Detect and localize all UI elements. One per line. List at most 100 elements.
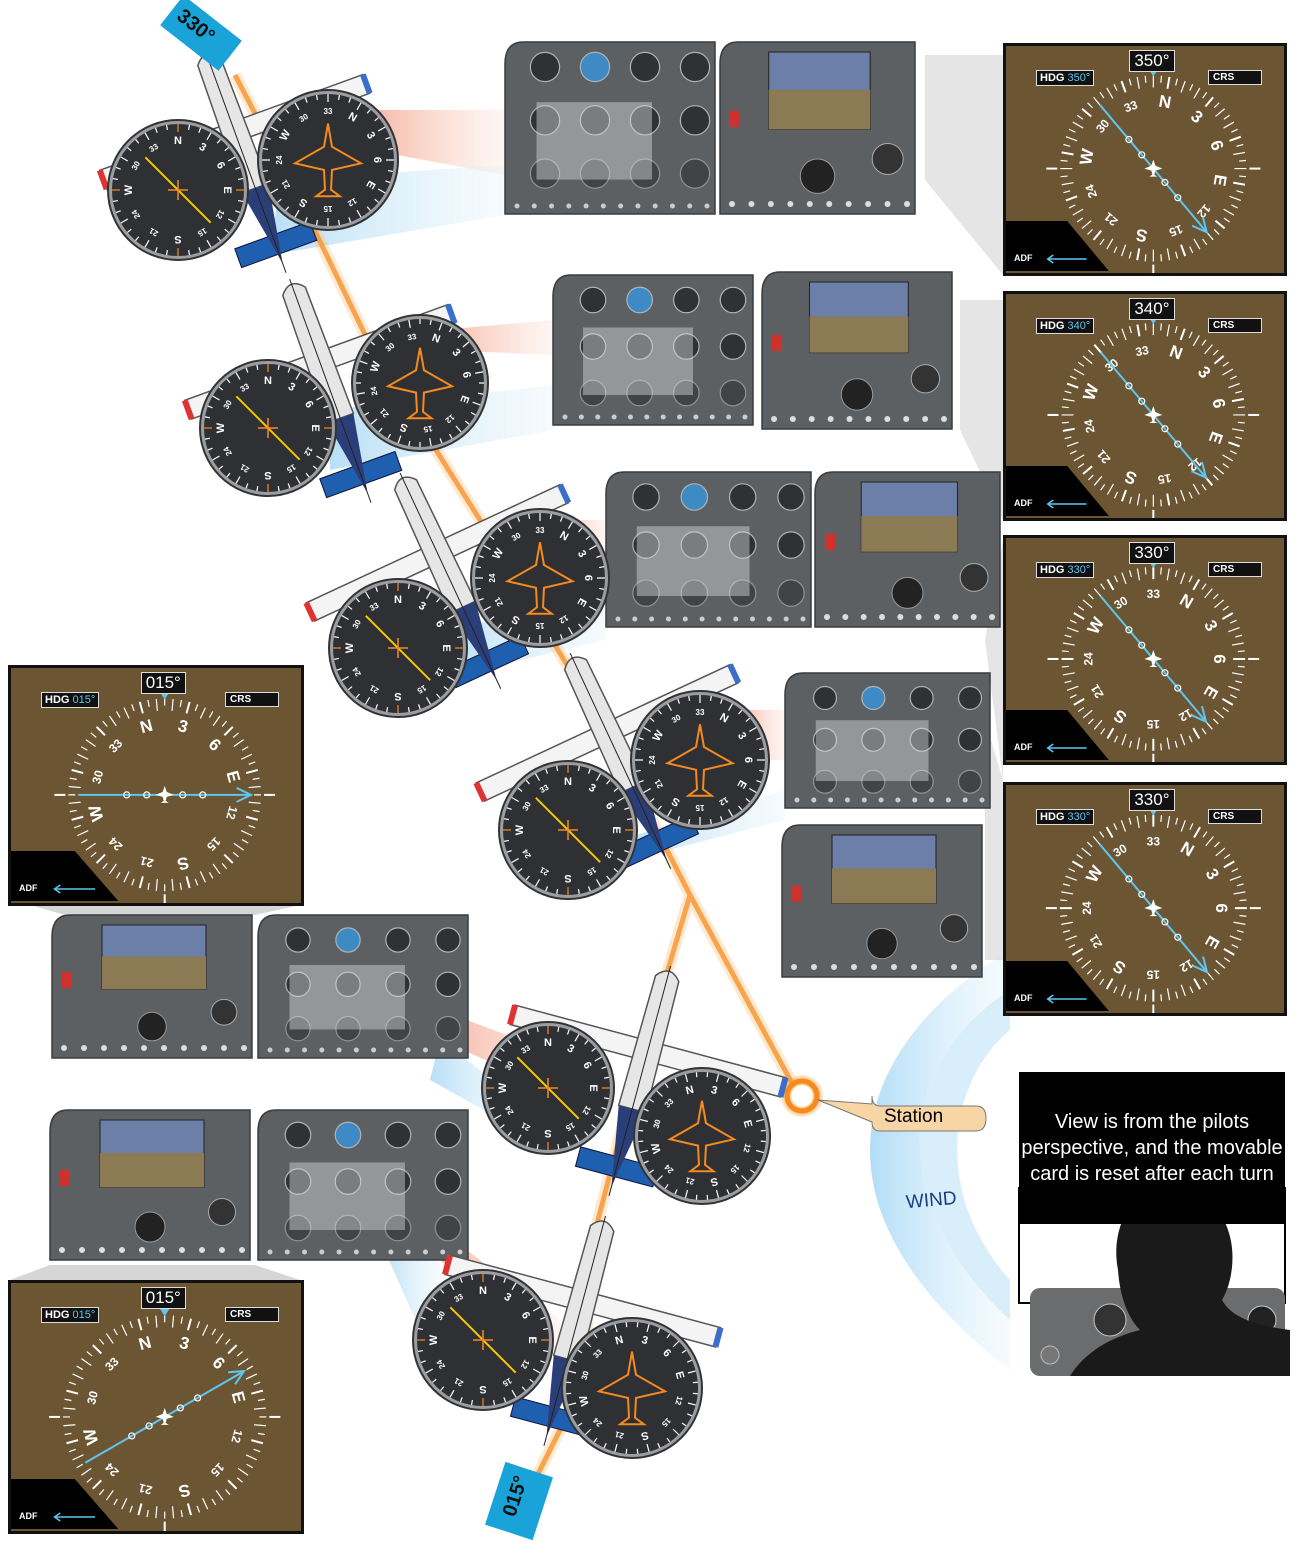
adf-window [1006, 961, 1109, 1011]
svg-text:3: 3 [710, 1084, 719, 1097]
aircraft-symbol-icon [155, 1407, 174, 1425]
cockpit-panel-six-pack [605, 471, 812, 628]
svg-text:3: 3 [197, 141, 208, 154]
compass-label: E [1205, 429, 1227, 446]
compass-label: 33 [1134, 343, 1150, 359]
station-label: Station [884, 1106, 944, 1127]
svg-text:E: E [440, 644, 452, 651]
compass-label: 3 [177, 1333, 191, 1354]
compass-label: N [1176, 590, 1196, 613]
compass-label: 30 [1112, 593, 1131, 612]
compass-label: 3 [1187, 106, 1206, 127]
compass-label: N [138, 716, 155, 738]
crs-readout: CRS [225, 692, 279, 707]
compass-label: 24 [106, 834, 126, 854]
svg-text:6: 6 [460, 371, 473, 379]
hdg-bug-readout: HDG 340° [1036, 318, 1095, 334]
adf-label: ADF [19, 1511, 38, 1521]
svg-text:S: S [174, 233, 181, 245]
svg-text:6: 6 [603, 800, 616, 811]
svg-text:24: 24 [488, 573, 497, 582]
cockpit-panel-six-pack [257, 914, 469, 1059]
svg-text:N: N [684, 1084, 695, 1098]
heading-readout: 330° [1129, 789, 1175, 811]
compass-label: 21 [1094, 447, 1114, 466]
adf-window [1006, 466, 1109, 516]
svg-text:6: 6 [214, 160, 227, 171]
compass-label: W [85, 802, 108, 823]
svg-text:3: 3 [640, 1334, 649, 1347]
compass-label: 15 [1156, 471, 1172, 487]
adf-arrowhead [1190, 705, 1208, 724]
compass-label: 6 [209, 1353, 229, 1373]
svg-text:S: S [709, 1175, 719, 1188]
compass-label: 12 [223, 805, 240, 822]
caption-text: View is from the pilots perspective, and… [1021, 1111, 1283, 1185]
compass-label: W [1082, 862, 1107, 886]
compass-label: 12 [1177, 956, 1196, 975]
svg-text:24: 24 [369, 385, 380, 396]
svg-text:S: S [544, 1127, 551, 1139]
compass-label: 30 [1111, 841, 1130, 860]
crs-readout: CRS [1208, 562, 1262, 577]
aircraft-symbol-icon [1144, 899, 1163, 917]
svg-text:15: 15 [535, 621, 544, 630]
svg-text:N: N [614, 1334, 625, 1348]
compass-label: 33 [1122, 98, 1140, 116]
compass-label: S [176, 1480, 192, 1501]
svg-text:S: S [640, 1429, 650, 1442]
cockpit-panel-glass [49, 1109, 251, 1261]
compass-label: 33 [102, 1354, 122, 1374]
compass-label: 3 [1200, 617, 1221, 635]
compass-label: 15 [1146, 717, 1160, 731]
compass-label: 24 [102, 1460, 122, 1480]
svg-text:3: 3 [565, 1042, 576, 1055]
compass-label: 3 [1194, 363, 1215, 382]
svg-text:W: W [123, 184, 135, 195]
svg-text:W: W [577, 1394, 591, 1408]
hdg-bug-readout: HDG 330° [1036, 809, 1095, 825]
compass-label: 6 [1210, 654, 1229, 663]
heading-readout: 015° [140, 1287, 186, 1309]
compass-label: 30 [89, 768, 106, 785]
compass-label: N [1157, 92, 1172, 113]
compass-label: 12 [228, 1428, 245, 1445]
compass-label: 15 [208, 1460, 228, 1480]
compass-label: 3 [1202, 865, 1223, 883]
compass-label: E [1201, 932, 1223, 951]
compass-label: N [1167, 342, 1185, 364]
compass-label: 21 [1101, 209, 1120, 229]
compass-label: 24 [1082, 182, 1100, 200]
svg-text:W: W [344, 642, 356, 653]
compass-label: 6 [1212, 903, 1231, 912]
svg-text:N: N [430, 332, 442, 346]
svg-text:S: S [479, 1383, 486, 1395]
hdg-bug-readout: HDG 350° [1036, 70, 1095, 86]
adf-arrowhead [1191, 216, 1209, 234]
aircraft-symbol-icon [1144, 159, 1163, 177]
svg-text:N: N [174, 135, 182, 147]
adf-arrowhead [228, 1369, 247, 1385]
wind-stream [870, 950, 1010, 1370]
svg-text:W: W [428, 1334, 440, 1345]
compass-label: E [222, 769, 243, 785]
compass-label: S [1134, 225, 1148, 246]
